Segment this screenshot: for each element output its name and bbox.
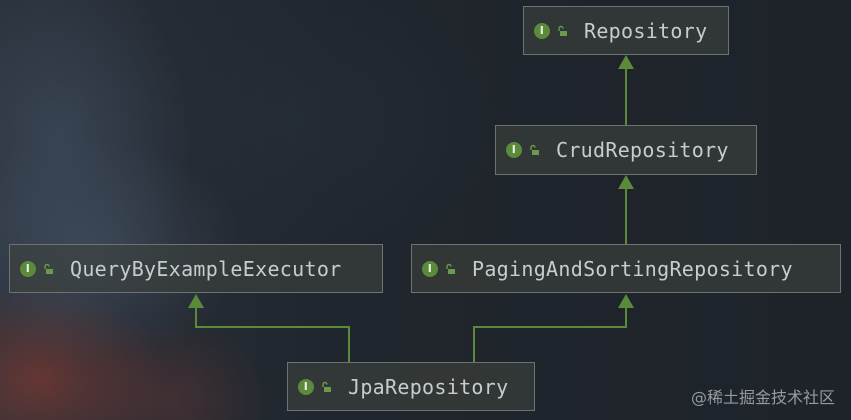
node-jpa-repository[interactable]: I JpaRepository: [287, 362, 535, 411]
watermark: @稀土掘金技术社区: [690, 388, 835, 407]
unlock-icon: [322, 381, 331, 392]
node-paging-and-sorting-repository[interactable]: I PagingAndSortingRepository: [411, 244, 841, 293]
node-label: QueryByExampleExecutor: [70, 256, 342, 281]
unlock-icon: [446, 263, 455, 274]
interface-icon: I: [506, 142, 522, 158]
node-crud-repository[interactable]: I CrudRepository: [495, 125, 757, 175]
interface-icon: I: [20, 260, 36, 277]
node-label: Repository: [584, 18, 708, 43]
interface-icon: I: [298, 378, 314, 395]
interface-icon: I: [534, 22, 550, 39]
unlock-icon: [44, 263, 53, 274]
node-repository[interactable]: I Repository: [523, 6, 729, 55]
edge-jpa-paging: [473, 305, 627, 362]
node-label: PagingAndSortingRepository: [472, 256, 793, 281]
node-query-by-example-executor[interactable]: I QueryByExampleExecutor: [9, 244, 383, 293]
arrowhead-paging: [618, 294, 634, 308]
unlock-icon: [558, 25, 567, 36]
arrowhead-crud: [618, 175, 634, 189]
arrowhead-repository: [618, 55, 634, 69]
unlock-icon: [530, 144, 539, 155]
edge-jpa-qbe: [195, 305, 350, 362]
interface-icon: I: [422, 260, 438, 277]
node-label: JpaRepository: [348, 374, 509, 399]
node-label: CrudRepository: [556, 138, 729, 162]
arrowhead-qbe: [188, 294, 204, 308]
